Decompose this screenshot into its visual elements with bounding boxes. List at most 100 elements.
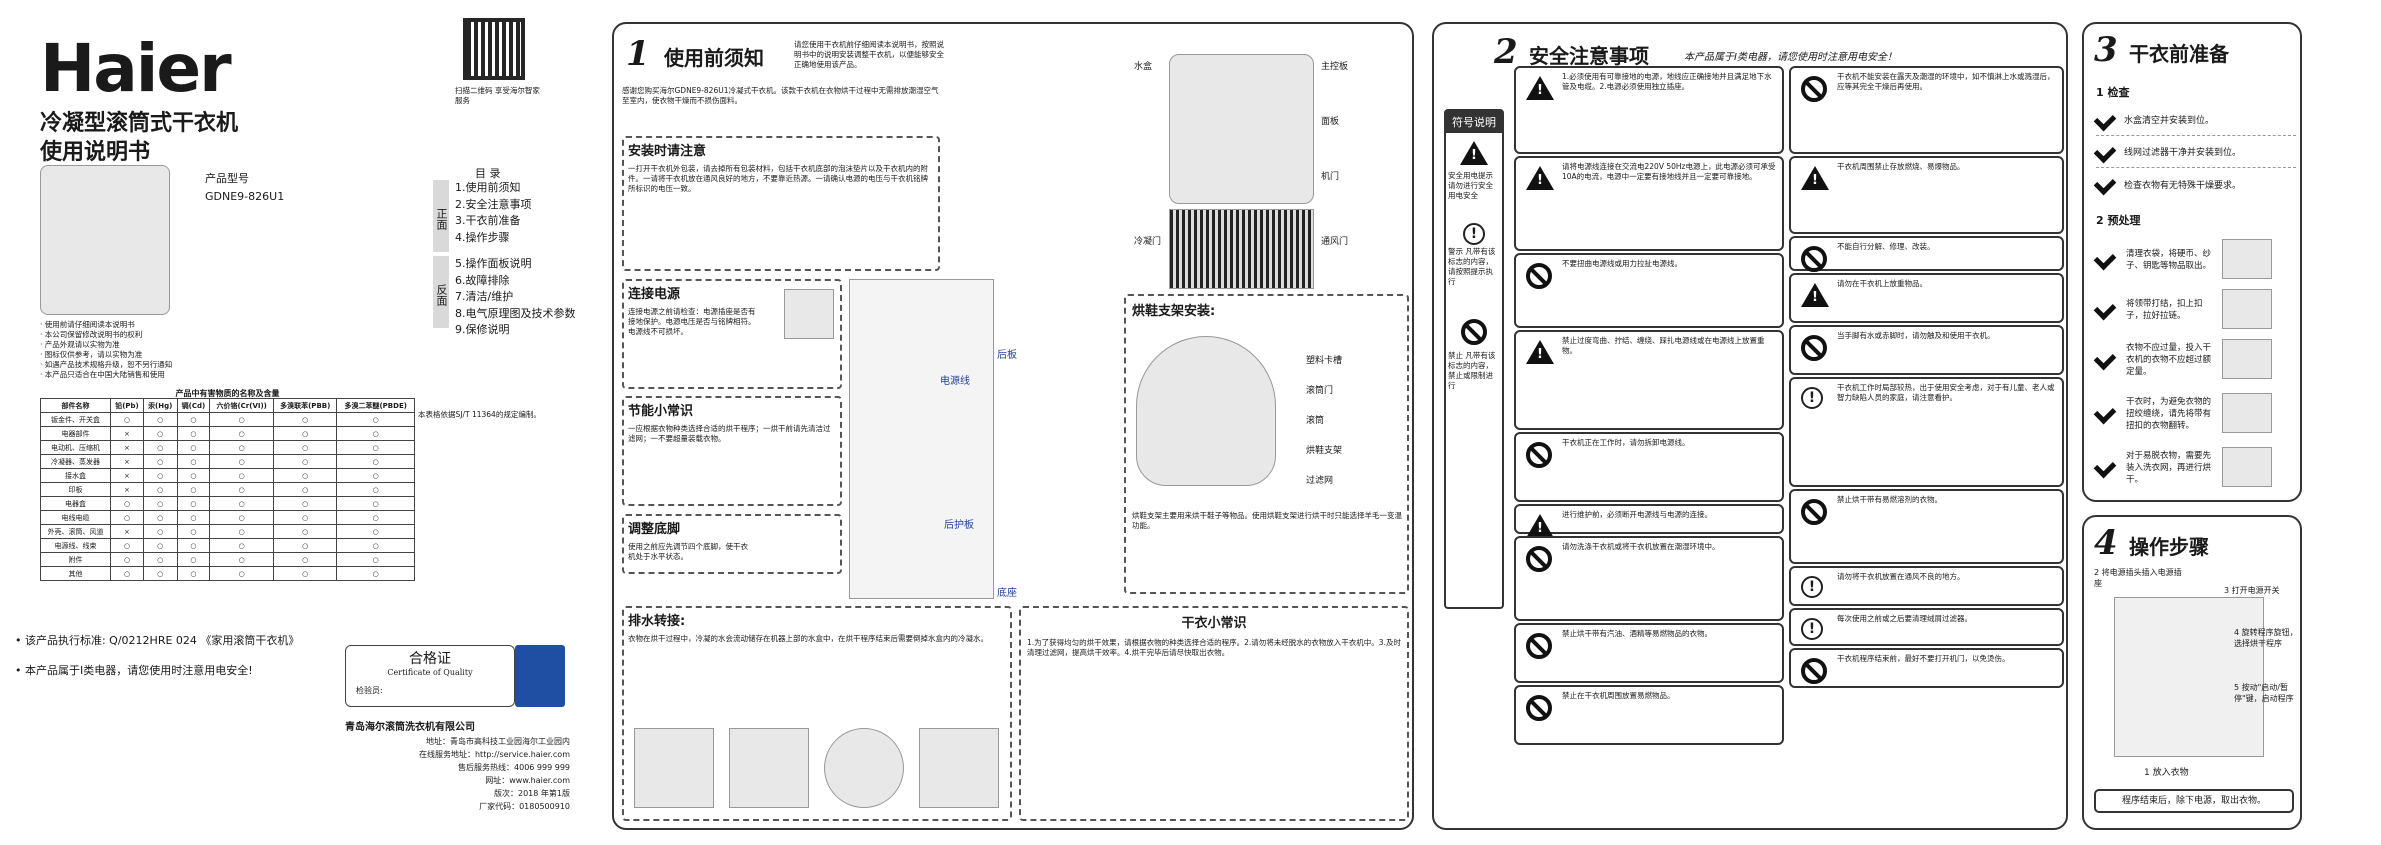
checkmark-icon bbox=[2093, 172, 2117, 196]
safety-item: 禁止烘干带有汽油、酒精等易燃物品的衣物。 bbox=[1514, 623, 1784, 683]
toc-list: 1.使用前须知 2.安全注意事项 3.干衣前准备 4.操作步骤 5.操作面板说明… bbox=[455, 180, 576, 339]
dryer-rear-image bbox=[849, 279, 994, 599]
warning-icon bbox=[1801, 283, 1829, 307]
dryer-front-image bbox=[1169, 54, 1314, 204]
company: 青岛海尔滚筒洗衣机有限公司 bbox=[345, 722, 475, 733]
safety-text: 禁止烘干带有易燃溶剂的衣物。 bbox=[1837, 495, 1942, 504]
prohibit-icon bbox=[1801, 499, 1827, 525]
install-title: 安装时请注意 bbox=[628, 144, 707, 159]
safety-text: 1.必须使用有可靠接地的电源，地线应正确接地并且满足地下水管及电缆。2.电源必须… bbox=[1562, 72, 1772, 91]
section2-note: 本产品属于I类电器，请您使用时注意用电安全！ bbox=[1684, 52, 1897, 63]
section3-number: 3 bbox=[2094, 30, 2118, 70]
pretreat-title: 2 预处理 bbox=[2096, 214, 2141, 227]
info-icon: ! bbox=[1801, 618, 1823, 640]
toc-title: 目 录 bbox=[475, 167, 501, 180]
step-4: 4 旋转程序旋钮，选择烘干程序 bbox=[2234, 628, 2298, 648]
label-door: 机门 bbox=[1321, 172, 1340, 182]
safety-text: 禁止烘干带有汽油、酒精等易燃物品的衣物。 bbox=[1562, 629, 1712, 638]
rack-note: 烘鞋支架主要用来烘干鞋子等物品。使用烘鞋支架进行烘干时只能选择羊毛一变温功能。 bbox=[1132, 511, 1402, 530]
pretreat-list: 清理衣袋，将硬币、纱子、钥匙等物品取出。 将领带打结，扣上扣子，拉好拉链。 衣物… bbox=[2093, 234, 2296, 492]
toc-item[interactable]: 2.安全注意事项 bbox=[455, 197, 532, 211]
tips-text: 一应根据衣物种类选择合适的烘干程序；一烘干前请先清洁过滤网；一不要超量装载衣物。 bbox=[628, 424, 831, 443]
info-icon: ! bbox=[1463, 223, 1485, 245]
step-2: 2 将电源插头插入电源插座 bbox=[2094, 568, 2182, 588]
certificate: 合格证 Certificate of Quality 检验员: bbox=[345, 645, 515, 707]
cover-page: Haier 扫描二维码 享受海尔智家服务 冷凝型滚筒式干衣机 使用说明书 产品型… bbox=[0, 0, 600, 845]
legend-title: 符号说明 bbox=[1446, 111, 1502, 133]
drain-step-image bbox=[919, 728, 999, 808]
toc-item[interactable]: 1.使用前须知 bbox=[455, 181, 521, 194]
label-vent: 通风门 bbox=[1321, 237, 1349, 247]
safety-item: 进行维护前，必须断开电源线与电源的连接。 bbox=[1514, 504, 1784, 538]
qr-caption: 扫描二维码 享受海尔智家服务 bbox=[455, 86, 540, 105]
toc-back-tab: 反面 bbox=[433, 256, 449, 328]
socket-image bbox=[784, 289, 834, 339]
install-text: 一打开干衣机外包装，请去掉所有包装材料，包括干衣机底部的泡沫垫片以及干衣机内的附… bbox=[628, 164, 928, 193]
step-1: 1 放入衣物 bbox=[2144, 768, 2189, 778]
toc-item[interactable]: 7.清洁/维护 bbox=[455, 290, 514, 303]
checks-list: 水盒清空并安装到位。 线网过滤器干净并安装到位。 检查衣物有无特殊干燥要求。 bbox=[2093, 104, 2296, 200]
toc-item[interactable]: 3.干衣前准备 bbox=[455, 214, 521, 227]
checkmark-icon bbox=[2093, 297, 2117, 321]
toc-item[interactable]: 9.保修说明 bbox=[455, 323, 510, 336]
toc-item[interactable]: 4.操作步骤 bbox=[455, 230, 510, 244]
cert-title: 合格证 bbox=[409, 651, 451, 667]
safety-text: 干衣机程序结束前，最好不要打开机门，以免烫伤。 bbox=[1837, 654, 2010, 663]
operation-image bbox=[2114, 597, 2264, 757]
safety-item: 禁止烘干带有易燃溶剂的衣物。 bbox=[1789, 489, 2064, 564]
tips2-text: 1.为了获得均匀的烘干效果，请根据衣物的种类选择合适的程序。2.请勿将未经脱水的… bbox=[1027, 638, 1401, 657]
level-title: 调整底脚 bbox=[628, 522, 681, 537]
steps-panel: 4 操作步骤 2 将电源插头插入电源插座 3 打开电源开关 4 旋转程序旋钮，选… bbox=[2082, 515, 2302, 830]
section1-intro: 请您使用干衣机前仔细阅读本说明书，按照说明书中的说明安装调整干衣机，以便能够安全… bbox=[794, 40, 944, 69]
label-control-panel: 主控板 bbox=[1321, 62, 1349, 72]
shoe-rack-image bbox=[1136, 336, 1276, 486]
label-base: 底座 bbox=[997, 588, 1017, 599]
safety-item: 请勿洗涤干衣机或将干衣机放置在潮湿环境中。 bbox=[1514, 536, 1784, 621]
safety-text: 请勿洗涤干衣机或将干衣机放置在潮湿环境中。 bbox=[1562, 542, 1720, 551]
shoe-rack-section: 烘鞋支架安装: 塑料卡槽滚筒门滚筒烘鞋支架过滤网 烘鞋支架主要用来烘干鞋子等物品… bbox=[1124, 294, 1409, 594]
table-note: 本表格依据SJ/T 11364的规定编制。 bbox=[418, 410, 541, 419]
note-item: · 本公司保留修改说明书的权利 bbox=[40, 330, 143, 339]
safety-item: 禁止在干衣机周围放置易燃物品。 bbox=[1514, 685, 1784, 745]
toc-item[interactable]: 8.电气原理图及技术参数 bbox=[455, 306, 576, 320]
safety-text: 请勿将干衣机放置在通风不良的地方。 bbox=[1837, 572, 1965, 581]
checkmark-icon bbox=[2093, 247, 2117, 271]
safety-text: 每次使用之前或之后要清理绒屑过滤器。 bbox=[1837, 614, 1972, 623]
label-condenser-door: 冷凝门 bbox=[1134, 237, 1162, 247]
model-label: 产品型号 bbox=[205, 172, 249, 185]
label-power-line: 电源线 bbox=[940, 376, 970, 387]
toc-item[interactable]: 6.故障排除 bbox=[455, 273, 510, 287]
safety-text: 干衣机工作时局部较热，出于使用安全考虑，对于有儿童、老人或智力缺陷人员的家庭，请… bbox=[1837, 383, 2055, 402]
model-number: GDNE9-826U1 bbox=[205, 190, 285, 203]
toc-front-tab: 正面 bbox=[433, 180, 449, 252]
th: 六价铬(Cr(VI)) bbox=[209, 398, 274, 413]
end-note: 程序结束后，除下电源，取出衣物。 bbox=[2094, 789, 2294, 813]
step-5: 5 按动"启动/暂停"键，启动程序 bbox=[2234, 683, 2294, 703]
legend-ban-text: 禁止 凡带有该标志的内容，禁止或限制进行 bbox=[1448, 351, 1496, 390]
safety-item: 请将电源线连接在交流电220V 50Hz电源上，此电源必须可承受10A的电流，电… bbox=[1514, 156, 1784, 251]
prohibit-icon bbox=[1801, 335, 1827, 361]
title-line1: 冷凝型滚筒式干衣机 bbox=[40, 111, 239, 136]
section3-title: 干衣前准备 bbox=[2129, 42, 2229, 66]
level-text: 使用之前应先调节四个底脚，使干衣机处于水平状态。 bbox=[628, 542, 748, 561]
energy-tips: 节能小常识 一应根据衣物种类选择合适的烘干程序；一烘干前请先清洁过滤网；一不要超… bbox=[622, 396, 842, 506]
warning-icon bbox=[1526, 514, 1554, 538]
th: 多溴二苯醚(PBDE) bbox=[336, 398, 415, 413]
inspector: 检验员: bbox=[356, 686, 383, 695]
tips2-title: 干衣小常识 bbox=[1181, 616, 1247, 631]
safety-text: 干衣机周围禁止存放燃烧、易爆物品。 bbox=[1837, 162, 1965, 171]
safety-text: 干衣机正在工作时，请勿拆卸电源线。 bbox=[1562, 438, 1690, 447]
qr-code[interactable] bbox=[463, 18, 525, 80]
drain-section: 排水转接: 衣物在烘干过程中，冷凝的水会流动储存在机器上部的水盒中，在烘干程序结… bbox=[622, 606, 1012, 821]
hazard-table: 部件名称铅(Pb)汞(Hg)镉(Cd)六价铬(Cr(VI))多溴联苯(PBB)多… bbox=[39, 398, 415, 581]
label-water-box: 水盒 bbox=[1134, 62, 1153, 72]
rack-labels: 塑料卡槽滚筒门滚筒烘鞋支架过滤网 bbox=[1306, 356, 1343, 486]
toc-item[interactable]: 5.操作面板说明 bbox=[455, 257, 532, 270]
contact-block: 地址：青岛市高科技工业园海尔工业园内 在线服务地址：http://service… bbox=[418, 737, 570, 811]
safety-item: 不要扭曲电源线或用力拉扯电源线。 bbox=[1514, 253, 1784, 328]
safety-item: 不能自行分解、修理、改装。 bbox=[1789, 236, 2064, 272]
legend-info-text: 警示 凡带有该标志的内容，请按照提示执行 bbox=[1448, 247, 1496, 286]
drain-title: 排水转接: bbox=[628, 614, 686, 629]
note-item: · 产品外观请以实物为准 bbox=[40, 340, 120, 349]
cert-sub: Certificate of Quality bbox=[387, 668, 473, 677]
